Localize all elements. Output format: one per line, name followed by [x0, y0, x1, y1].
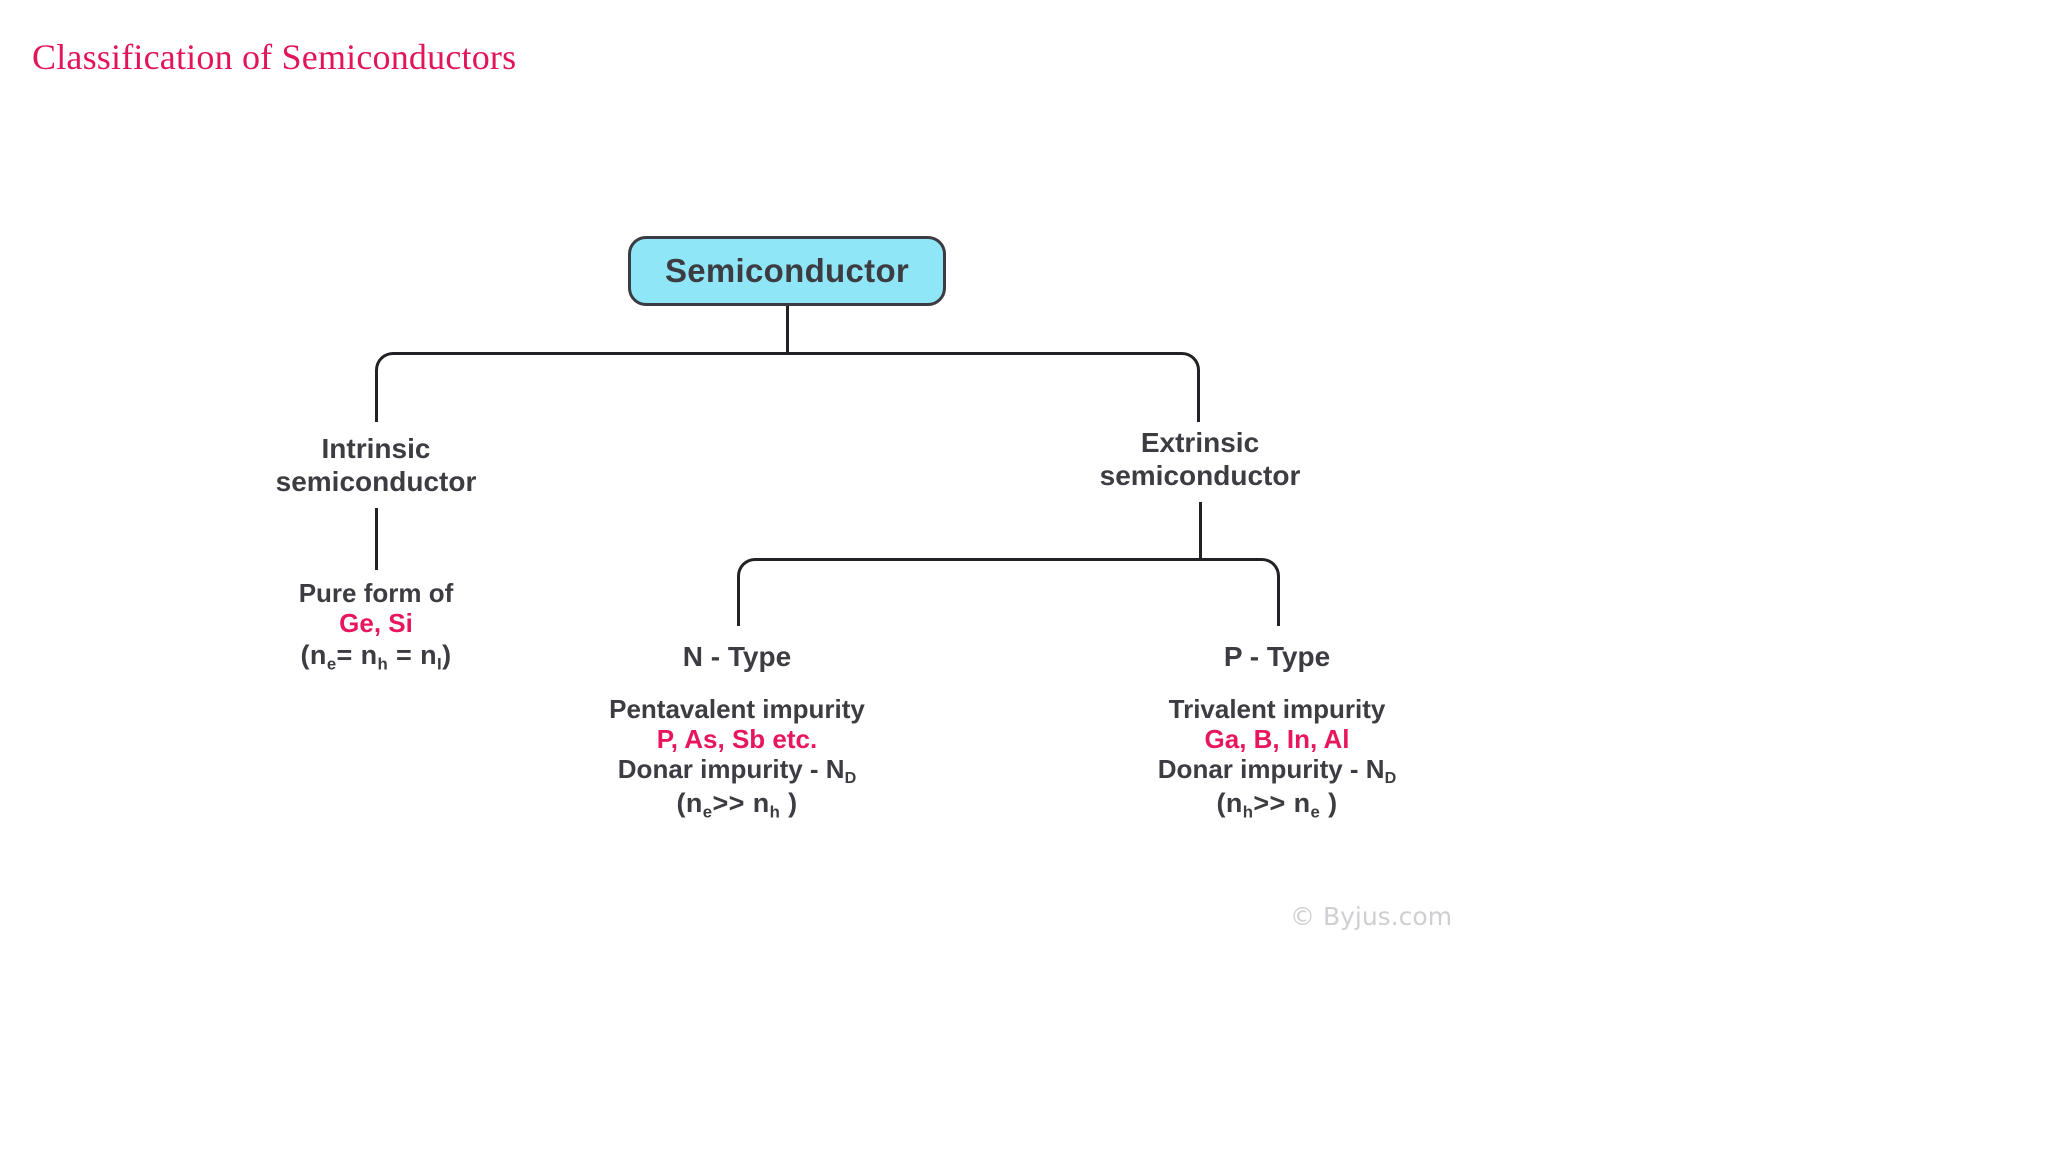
detail-n-type-formula: (ne>> nh )	[517, 788, 957, 822]
formula-open: (n	[676, 788, 703, 819]
detail-p-type-line3: Donar impurity - ND	[1057, 754, 1497, 788]
detail-p-type-formula: (nh>> ne )	[1057, 788, 1497, 822]
detail-p-type: Trivalent impurity Ga, B, In, Al Donar i…	[1057, 694, 1497, 822]
detail-intrinsic-line1: Pure form of	[298, 578, 454, 608]
formula-sub-1: h	[1242, 802, 1254, 822]
page-title: Classification of Semiconductors	[32, 37, 517, 77]
node-intrinsic-label-line1: Intrinsic	[321, 433, 431, 464]
formula-open: (n	[1216, 788, 1243, 819]
detail-n-type-line1: Pentavalent impurity	[609, 694, 865, 724]
detail-n-type-line3-text: Donar impurity - N	[617, 754, 845, 785]
formula-mid: >> n	[1253, 788, 1311, 819]
formula-sub-2: h	[377, 654, 389, 674]
node-n-type-label: N - Type	[682, 641, 792, 672]
formula-mid-1: = n	[336, 640, 378, 671]
node-semiconductor-label: Semiconductor	[664, 252, 910, 289]
node-n-type[interactable]: N - Type	[557, 640, 917, 673]
formula-close: )	[780, 788, 798, 819]
connector-extrinsic-stem	[1199, 502, 1202, 560]
formula-sub-2: e	[1310, 802, 1321, 822]
watermark: © Byjus.com	[1290, 902, 1453, 931]
node-extrinsic-label-line2: semiconductor	[1099, 460, 1301, 492]
detail-p-type-line3-sub: D	[1384, 769, 1397, 788]
detail-intrinsic: Pure form of Ge, Si (ne= nh = nI)	[196, 578, 556, 674]
node-p-type-label: P - Type	[1223, 641, 1331, 672]
detail-n-type-line2: P, As, Sb etc.	[656, 724, 818, 755]
node-p-type[interactable]: P - Type	[1097, 640, 1457, 673]
detail-p-type-line1: Trivalent impurity	[1168, 694, 1386, 724]
formula-open: (n	[300, 640, 327, 671]
detail-intrinsic-line2: Ge, Si	[339, 608, 413, 639]
detail-intrinsic-formula: (ne= nh = nI)	[196, 640, 556, 674]
formula-sub-1: e	[326, 654, 337, 674]
node-extrinsic-label-line1: Extrinsic	[1140, 427, 1260, 458]
connector-intrinsic-stem	[375, 508, 378, 570]
detail-n-type: Pentavalent impurity P, As, Sb etc. Dona…	[517, 694, 957, 822]
node-intrinsic-semiconductor[interactable]: Intrinsic semiconductor	[196, 432, 556, 498]
formula-sub-2: h	[769, 802, 781, 822]
detail-p-type-line2: Ga, B, In, Al	[1204, 724, 1350, 755]
node-intrinsic-label-line2: semiconductor	[275, 466, 477, 498]
connector-level1-bracket	[375, 352, 1200, 422]
detail-n-type-line3: Donar impurity - ND	[517, 754, 957, 788]
formula-mid: >> n	[712, 788, 770, 819]
formula-sub-1: e	[702, 802, 713, 822]
detail-p-type-line3-text: Donar impurity - N	[1157, 754, 1385, 785]
formula-close: )	[1320, 788, 1338, 819]
connector-level2-bracket	[737, 558, 1280, 626]
formula-close: )	[442, 640, 452, 671]
formula-mid-2: = n	[388, 640, 437, 671]
node-extrinsic-semiconductor[interactable]: Extrinsic semiconductor	[1020, 426, 1380, 492]
formula-sub-3: I	[437, 654, 443, 674]
node-semiconductor[interactable]: Semiconductor	[628, 236, 946, 306]
detail-n-type-line3-sub: D	[844, 769, 857, 788]
connector-root-stem	[786, 306, 789, 354]
